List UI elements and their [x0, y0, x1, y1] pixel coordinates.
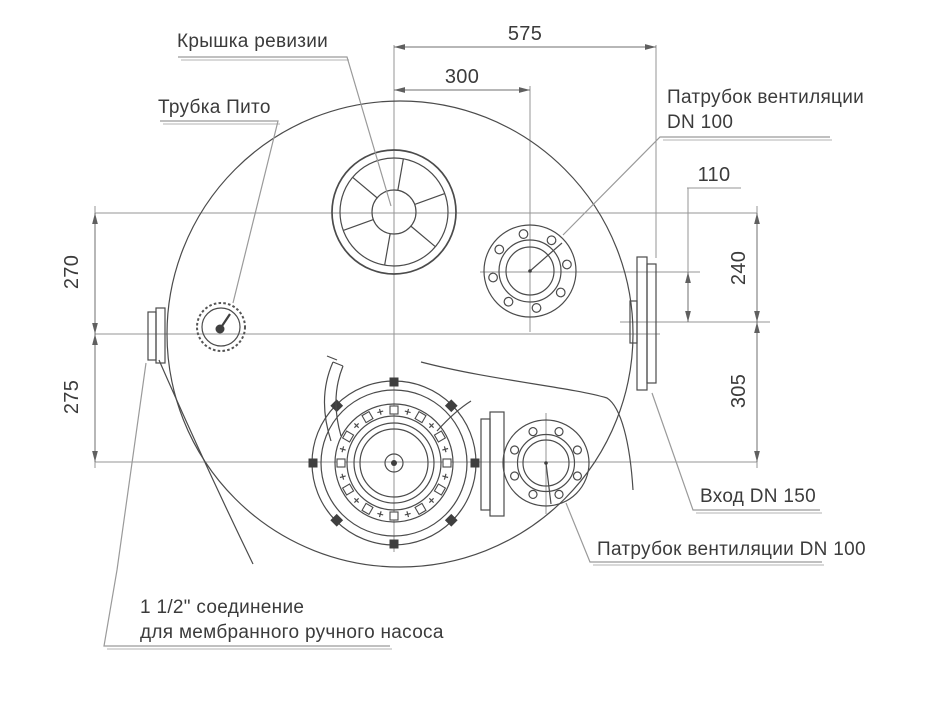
interior-lines — [158, 359, 634, 565]
pump-connection-flange — [147, 307, 166, 364]
dim-right-lower: 305 — [728, 374, 750, 408]
dim-right-upper: 240 — [728, 251, 750, 285]
vent-flange-top — [483, 224, 577, 318]
label-vent-top-line2: DN 100 — [667, 112, 733, 133]
dim-left-upper: 270 — [61, 255, 83, 289]
pump-flange-assembly — [308, 377, 480, 549]
leader-lines — [103, 56, 832, 650]
inner-bolt-ring — [336, 405, 452, 521]
dim-cover-to-vent: 300 — [445, 66, 479, 88]
label-vent-top-line1: Патрубок вентиляции — [667, 87, 864, 108]
dim-top-overall: 575 — [508, 23, 542, 45]
inspection-cover — [331, 149, 457, 275]
label-inspection-cover: Крышка ревизии — [177, 31, 328, 52]
label-pump-line1: 1 1/2" соединение — [140, 597, 304, 618]
inlet-flange-dn150 — [629, 256, 657, 391]
vent-flange-bottom — [502, 419, 590, 507]
bottom-side-flange-profile — [480, 411, 505, 517]
tank-shell-outline — [166, 100, 634, 568]
label-vent-bottom: Патрубок вентиляции DN 100 — [597, 539, 866, 560]
label-pitot-tube: Трубка Пито — [158, 97, 271, 118]
label-inlet: Вход DN 150 — [700, 486, 816, 507]
dim-vent-to-inlet: 110 — [698, 164, 731, 186]
pump-suction-tube — [323, 355, 344, 442]
label-pump-line2: для мембранного ручного насоса — [140, 622, 444, 643]
dimension-lines — [92, 44, 760, 462]
pitot-connection-gauge — [196, 302, 246, 352]
dim-left-lower: 275 — [61, 380, 83, 414]
